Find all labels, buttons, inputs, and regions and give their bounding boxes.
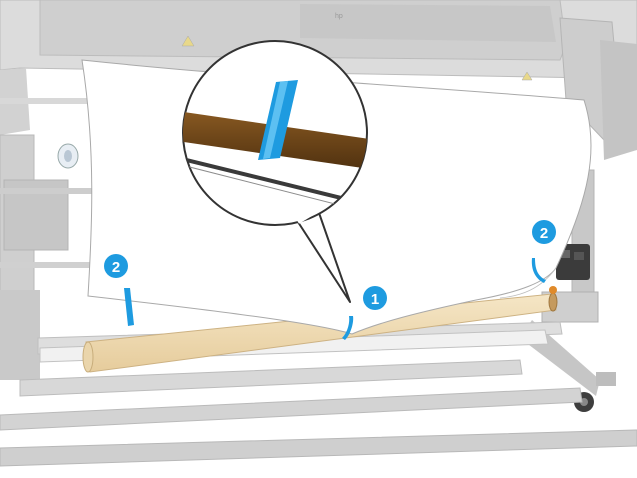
step-badge-2-left: 2 [104, 254, 128, 278]
step-number: 1 [371, 291, 379, 308]
step-badge-2-right: 2 [532, 220, 556, 244]
take-up-reel [39, 286, 558, 373]
tape-strips [124, 258, 546, 340]
tape-right [531, 258, 546, 283]
step-badge-1: 1 [363, 286, 387, 310]
hp-logo: hp [335, 13, 343, 20]
tape-center [342, 316, 354, 340]
tape-left [124, 288, 134, 326]
detail-zoom-view [183, 80, 367, 219]
step-number: 2 [540, 225, 548, 242]
printer-body: hp [0, 0, 637, 467]
step-number: 2 [112, 259, 120, 276]
detail-callout [182, 40, 368, 303]
